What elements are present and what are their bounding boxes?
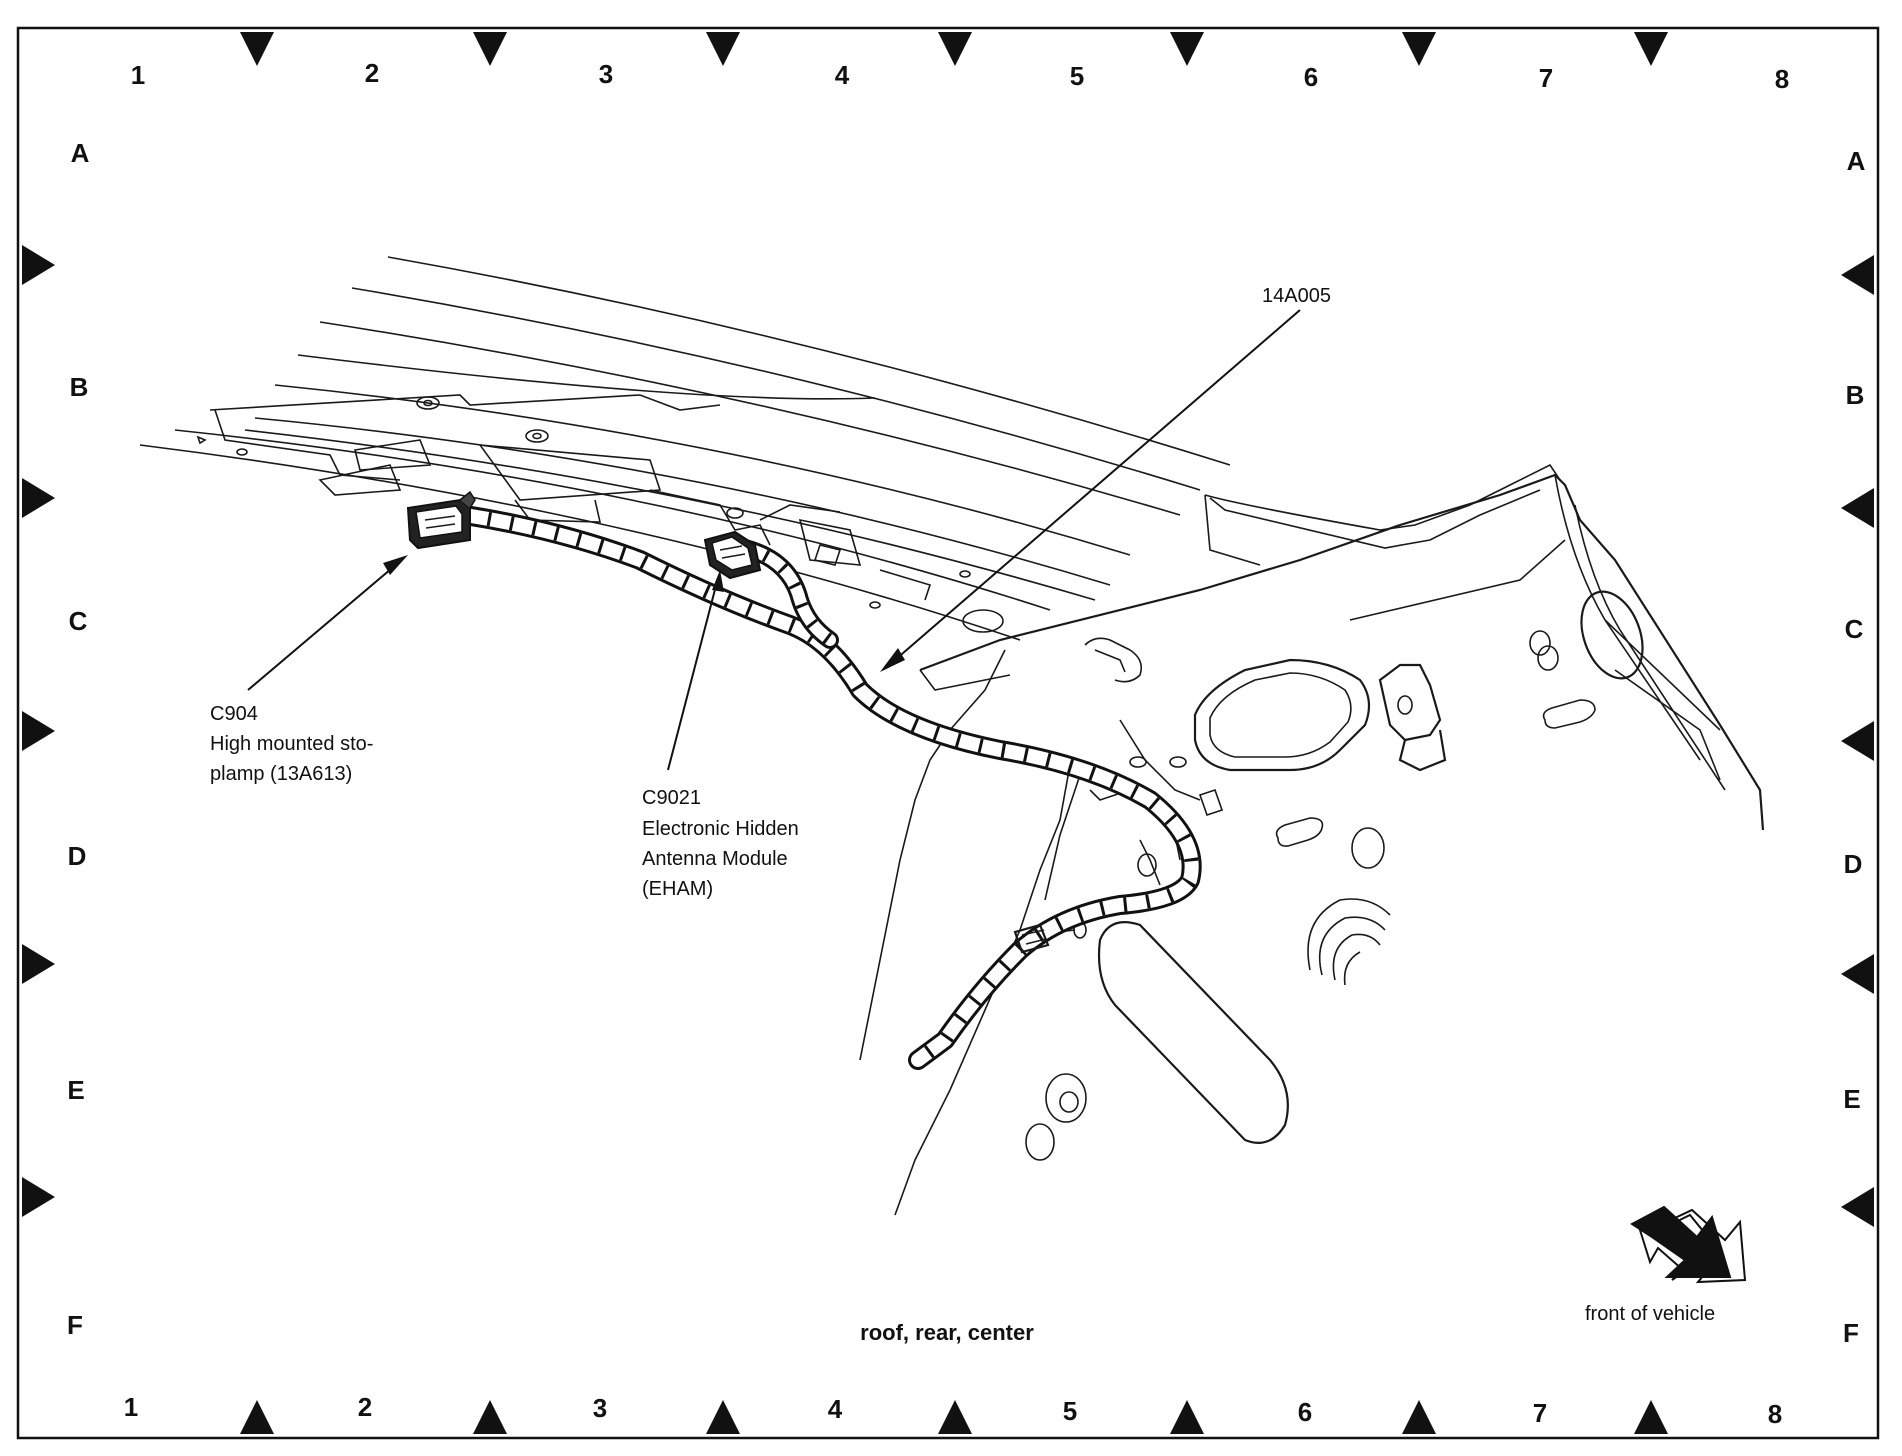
row-label: F	[67, 1310, 83, 1340]
row-label: A	[71, 138, 90, 168]
bottom-column-labels: 1 2 3 4 5 6 7 8	[124, 1392, 1782, 1429]
right-row-labels: A B C D E F	[1843, 146, 1866, 1348]
row-label: C	[69, 606, 88, 636]
callout-14a005: 14A005	[1262, 285, 1331, 307]
column-label: 1	[131, 60, 145, 90]
zone-marker	[1634, 1400, 1668, 1434]
callout-c904: C904 High mounted sto- plamp (13A613)	[210, 703, 373, 785]
callout-c9021-line3: (EHAM)	[642, 878, 713, 900]
row-label: B	[1846, 380, 1865, 410]
zone-marker	[22, 944, 55, 984]
callout-c9021-line2: Antenna Module	[642, 848, 788, 870]
zone-marker	[473, 1400, 507, 1434]
bottom-zone-markers	[240, 1400, 1668, 1434]
column-label: 6	[1304, 62, 1318, 92]
zone-marker	[22, 1177, 55, 1217]
column-label: 4	[828, 1394, 843, 1424]
row-label: C	[1845, 614, 1864, 644]
zone-marker	[1841, 488, 1874, 528]
zone-marker	[1841, 954, 1874, 994]
zone-marker	[1402, 32, 1436, 66]
zone-marker	[240, 32, 274, 66]
zone-marker	[1841, 1187, 1874, 1227]
zone-marker	[706, 32, 740, 66]
column-label: 5	[1070, 61, 1084, 91]
row-label: F	[1843, 1318, 1859, 1348]
leader-c904	[247, 562, 399, 691]
zone-marker	[1841, 721, 1874, 761]
zone-marker	[22, 711, 55, 751]
leader-arrowhead	[712, 570, 724, 592]
callout-c904-line2: plamp (13A613)	[210, 763, 352, 785]
callout-c9021: C9021 Electronic Hidden Antenna Module (…	[642, 787, 799, 900]
connector-c9021	[703, 530, 762, 580]
zone-marker	[22, 478, 55, 518]
leader-arrowhead	[880, 648, 905, 672]
zone-marker	[1841, 255, 1874, 295]
leader-lines	[247, 309, 1301, 771]
front-of-vehicle-arrow-icon	[1630, 1205, 1747, 1284]
zone-marker	[22, 245, 55, 285]
row-label: E	[67, 1075, 84, 1105]
left-zone-markers	[22, 245, 55, 1217]
zone-marker	[1402, 1400, 1436, 1434]
callout-c904-id: C904	[210, 703, 258, 725]
column-label: 5	[1063, 1396, 1077, 1426]
column-label: 8	[1775, 64, 1789, 94]
column-label: 8	[1768, 1399, 1782, 1429]
column-label: 7	[1533, 1398, 1547, 1428]
location-caption: roof, rear, center	[860, 1320, 1034, 1345]
column-label: 6	[1298, 1397, 1312, 1427]
zone-marker	[1634, 32, 1668, 66]
column-label: 7	[1539, 63, 1553, 93]
roof-panel-drawing	[139, 256, 1231, 641]
leader-14a005	[894, 309, 1301, 661]
zone-marker	[1170, 32, 1204, 66]
leader-arrowhead	[383, 555, 408, 575]
row-label: D	[68, 841, 87, 871]
top-zone-markers	[240, 32, 1668, 66]
zone-marker	[938, 1400, 972, 1434]
column-label: 1	[124, 1392, 138, 1422]
column-label: 3	[599, 59, 613, 89]
callout-c9021-id: C9021	[642, 787, 701, 809]
column-label: 4	[835, 60, 850, 90]
orientation-caption: front of vehicle	[1585, 1303, 1715, 1325]
leader-c9021	[667, 577, 719, 771]
right-zone-markers	[1841, 255, 1874, 1227]
column-label: 2	[365, 58, 379, 88]
row-label: E	[1843, 1084, 1860, 1114]
zone-marker	[473, 32, 507, 66]
callout-c904-line1: High mounted sto-	[210, 733, 373, 755]
row-label: D	[1844, 849, 1863, 879]
column-label: 2	[358, 1392, 372, 1422]
row-label: A	[1847, 146, 1866, 176]
zone-marker	[938, 32, 972, 66]
zone-marker	[240, 1400, 274, 1434]
top-column-labels: 1 2 3 4 5 6 7 8	[131, 58, 1789, 94]
left-row-labels: A B C D E F	[67, 138, 90, 1340]
column-label: 3	[593, 1393, 607, 1423]
row-label: B	[70, 372, 89, 402]
callout-c9021-line1: Electronic Hidden	[642, 818, 799, 840]
zone-marker	[706, 1400, 740, 1434]
zone-marker	[1170, 1400, 1204, 1434]
connector-c904	[406, 490, 476, 550]
wiring-harness-14a005	[455, 505, 1202, 1070]
